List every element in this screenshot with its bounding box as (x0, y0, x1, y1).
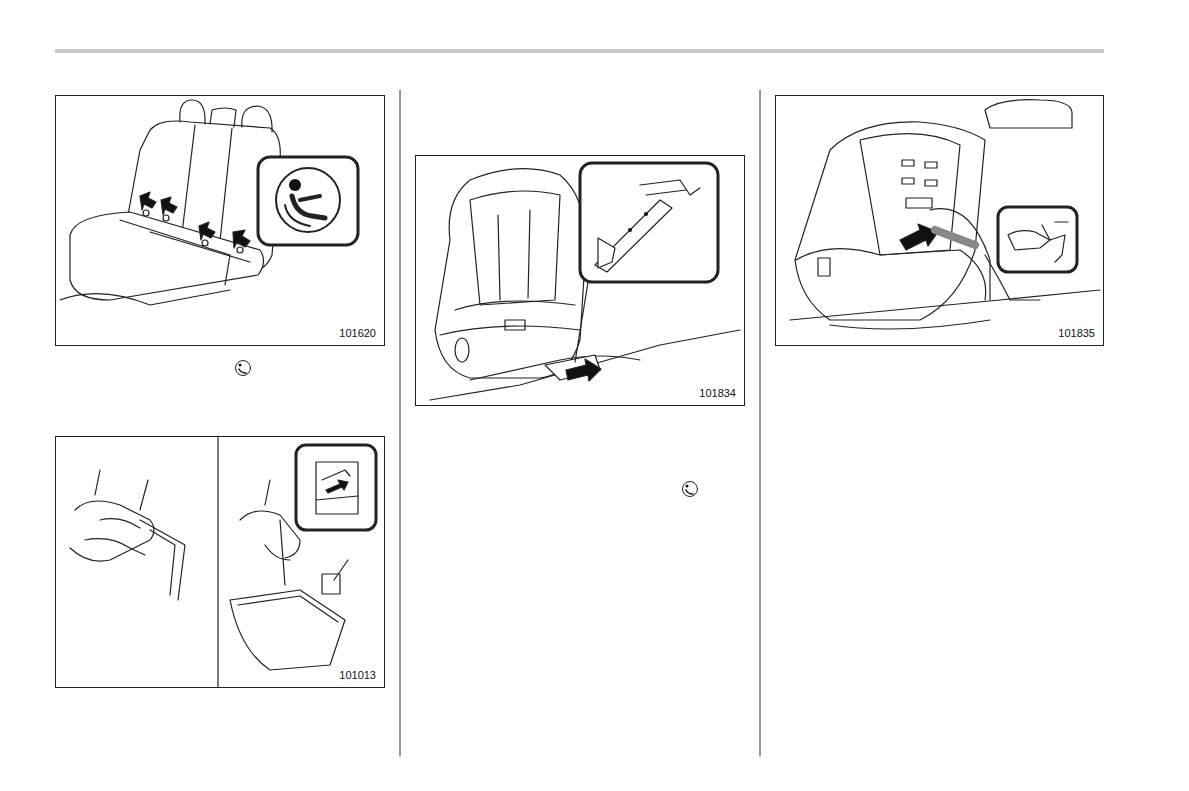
column-divider (760, 90, 761, 756)
figure-frame (55, 436, 385, 688)
figure-frame (775, 95, 1104, 346)
figure-number: 101013 (339, 669, 376, 681)
figure-number: 101835 (1058, 327, 1095, 339)
figure-frame (415, 155, 745, 406)
anchor-symbol (236, 361, 251, 376)
figure-number: 101834 (699, 387, 736, 399)
figure-frame (55, 95, 385, 346)
top-rule (55, 49, 1104, 53)
anchor-symbol (683, 482, 698, 497)
column-divider (400, 90, 401, 756)
figure-number: 101620 (339, 327, 376, 339)
